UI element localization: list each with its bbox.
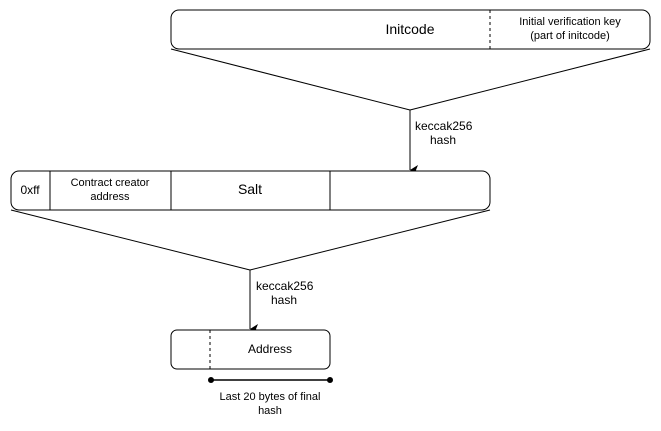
hash-step-2-line2: hash — [271, 293, 297, 307]
verification-key-label-line1: Initial verification key — [519, 16, 621, 28]
hash-step-1-line2: hash — [430, 133, 456, 147]
verification-key-label-line2: (part of initcode) — [530, 30, 609, 42]
hash-step-1-line1: keccak256 — [415, 119, 473, 133]
address-label: Address — [248, 342, 292, 356]
hash-funnel-1: keccak256 hash — [170, 48, 651, 175]
bytes-note-line2: hash — [258, 405, 282, 417]
create2-input-box: 0xff Contract creator address Salt — [10, 170, 491, 211]
bytes-note-line1: Last 20 bytes of final — [220, 391, 321, 403]
last-20-bytes-span: Last 20 bytes of final hash — [208, 377, 333, 417]
initcode-label: Initcode — [385, 21, 434, 37]
span-start-dot — [208, 377, 214, 383]
hash-step-2-line1: keccak256 — [256, 279, 314, 293]
creator-address-label-line1: Contract creator — [71, 177, 150, 189]
span-end-dot — [327, 377, 333, 383]
address-box: Address — [170, 329, 331, 370]
hash-funnel-2: keccak256 hash — [10, 209, 491, 334]
creator-address-label-line2: address — [90, 191, 130, 203]
salt-label: Salt — [238, 181, 262, 197]
initcode-box: Initcode Initial verification key (part … — [170, 9, 651, 50]
prefix-label: 0xff — [20, 183, 40, 197]
